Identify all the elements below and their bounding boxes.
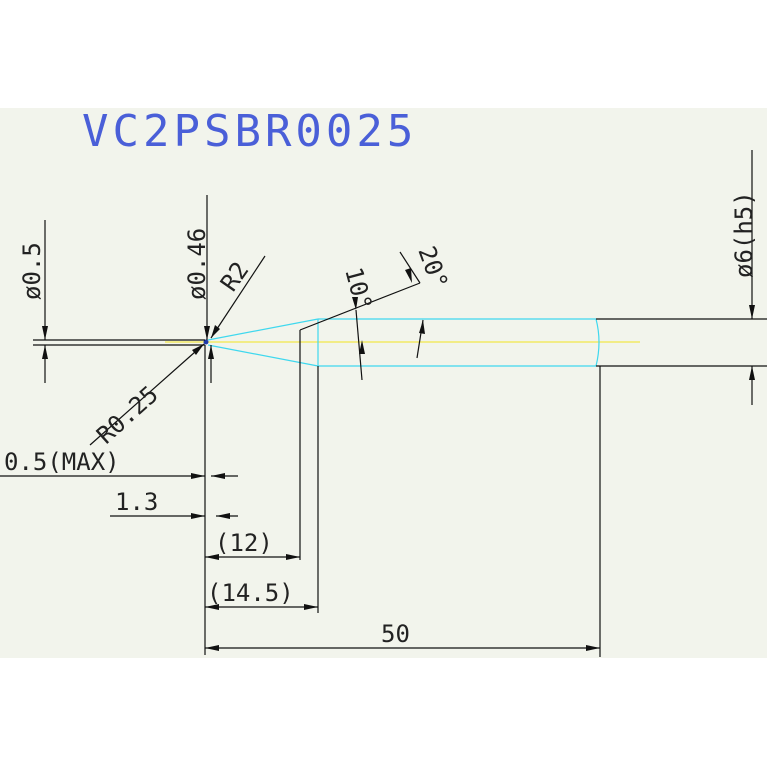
dim-dia-shank: ø6(h5) xyxy=(730,150,758,405)
dim-dia-tip-label: ø0.5 xyxy=(18,242,46,300)
dim-dia-tip: ø0.5 xyxy=(18,220,205,383)
dim-dia-shank-label: ø6(h5) xyxy=(730,191,758,278)
dim-length-max: 0.5(MAX) xyxy=(0,448,238,479)
dim-length-total-label: 50 xyxy=(381,620,410,648)
part-number-title: VC2PSBR0025 xyxy=(82,106,417,157)
dim-length-max-label: 0.5(MAX) xyxy=(4,448,120,476)
tool-outline xyxy=(207,318,600,367)
dim-length-14-5: (14.5) xyxy=(205,579,318,610)
ball-tip xyxy=(203,339,209,345)
extension-lines xyxy=(204,330,601,657)
dim-length-neck: 1.3 xyxy=(110,488,238,519)
dim-length-total: 50 xyxy=(205,620,600,651)
dim-length-12-label: (12) xyxy=(215,529,273,557)
drawing-sheet xyxy=(0,108,767,658)
tool-shank xyxy=(596,318,767,367)
dim-length-12: (12) xyxy=(205,529,300,560)
dim-length-14-5-label: (14.5) xyxy=(207,579,294,607)
dim-dia-neck-label: ø0.46 xyxy=(183,228,211,300)
dim-dia-neck: ø0.46 xyxy=(183,195,214,383)
dim-length-neck-label: 1.3 xyxy=(115,488,158,516)
